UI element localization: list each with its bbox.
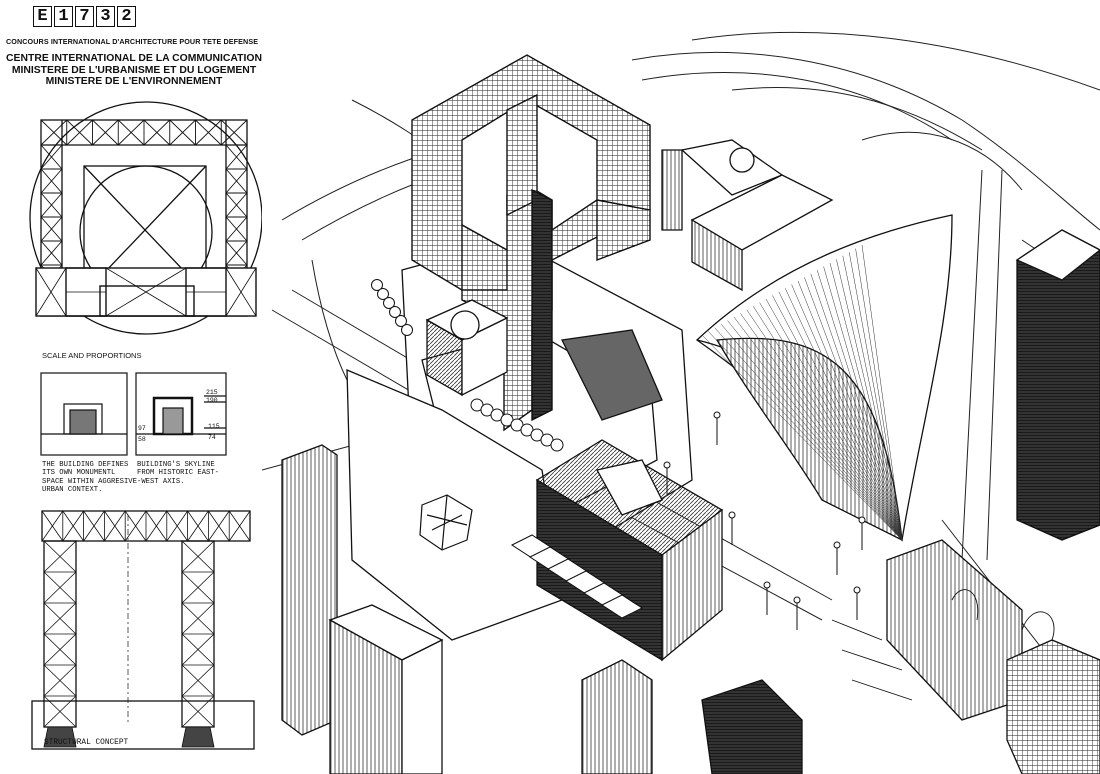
dim-115: 115 (208, 423, 220, 430)
dim-97: 97 (138, 425, 146, 432)
dim-74: 74 (208, 434, 216, 441)
entry-code: E 1 7 3 2 (33, 6, 138, 27)
code-char: 7 (75, 6, 94, 27)
title-line: MINISTERE DE L'ENVIRONNEMENT (45, 76, 223, 87)
code-char: 3 (96, 6, 115, 27)
code-char: 2 (117, 6, 136, 27)
project-title: CENTRE INTERNATIONAL DE LA COMMUNICATION… (6, 53, 262, 88)
dim-215: 215 (206, 389, 218, 396)
title-line: CENTRE INTERNATIONAL DE LA COMMUNICATION (6, 53, 262, 64)
caption-context: THE BUILDING DEFINES ITS OWN MONUMENTL S… (42, 461, 137, 495)
competition-title: CONCOURS INTERNATIONAL D'ARCHITECTURE PO… (6, 37, 259, 46)
axonometric-site-drawing (262, 31, 1100, 774)
structural-title: STRUCTURAL CONCEPT (44, 739, 129, 747)
code-char: 1 (54, 6, 73, 27)
title-line: MINISTERE DE L'URBANISME ET DU LOGEMENT (11, 64, 257, 76)
dim-58: 58 (138, 436, 146, 443)
scale-diagrams (40, 372, 227, 456)
dim-190: 190 (206, 397, 218, 404)
structural-concept-diagram (31, 510, 255, 750)
scale-section-title: SCALE AND PROPORTIONS (42, 351, 142, 360)
geometric-proportion-diagram (29, 101, 262, 335)
left-panel: E 1 7 3 2 CONCOURS INTERNATIONAL D'ARCHI… (0, 0, 262, 774)
caption-skyline: BUILDING'S SKYLINE FROM HISTORIC EAST- -… (137, 461, 219, 486)
code-char: E (33, 6, 52, 27)
